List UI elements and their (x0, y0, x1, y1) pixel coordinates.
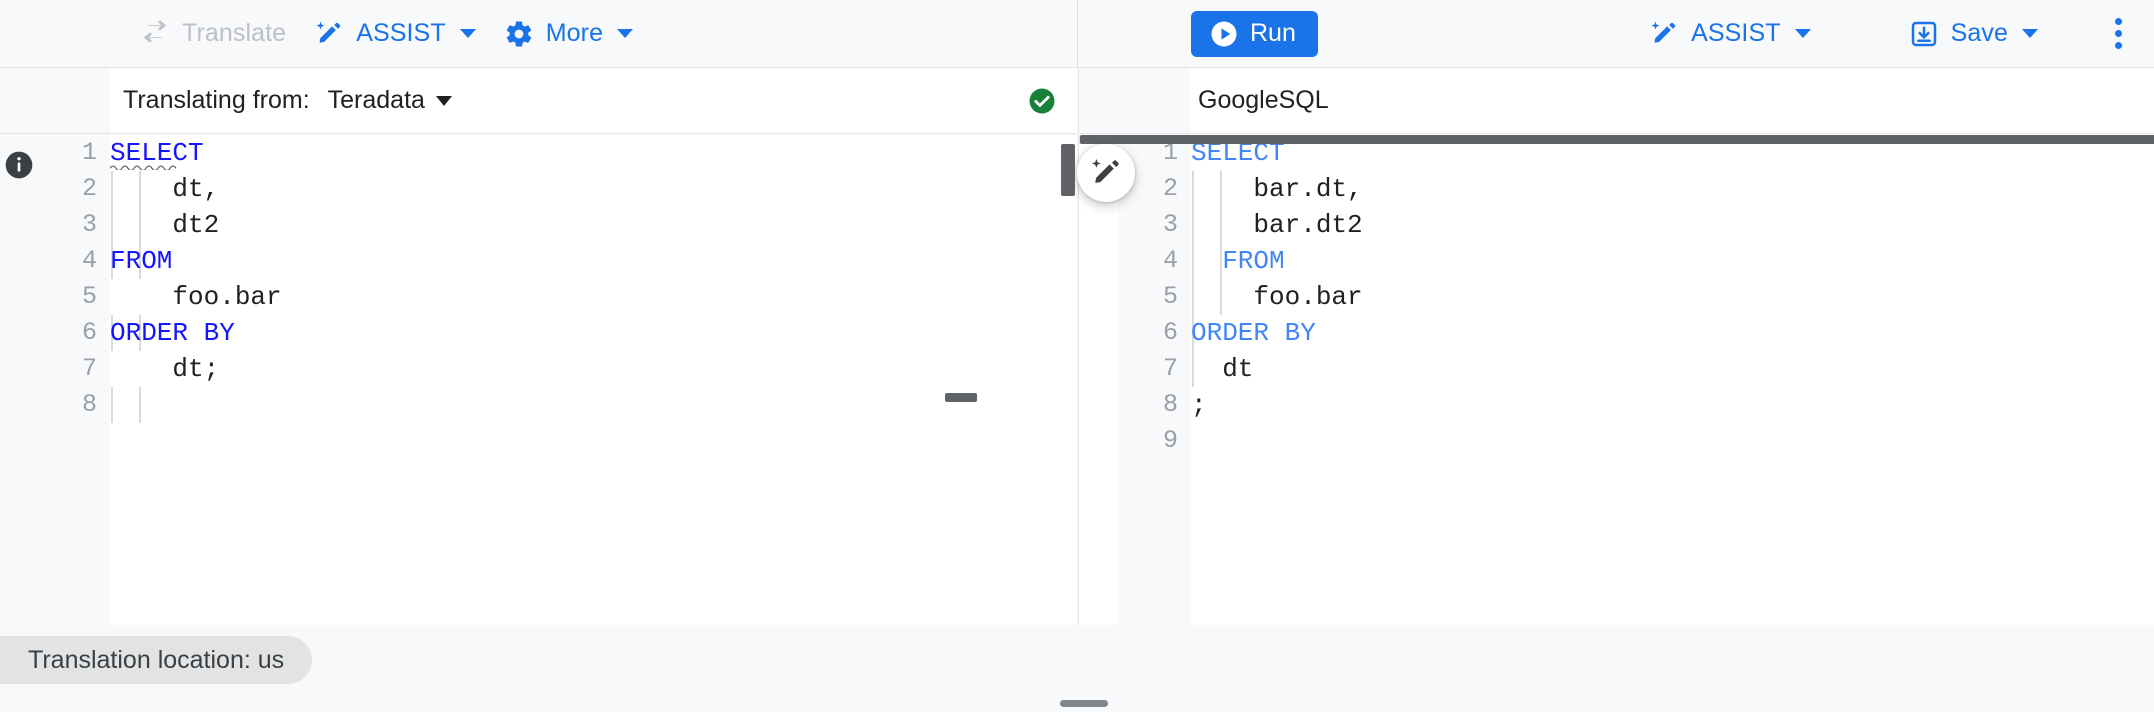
target-horizontal-scroll-thumb[interactable] (1080, 135, 2154, 144)
assist-left-button[interactable]: ASSIST (300, 12, 490, 56)
assist-right-label: ASSIST (1691, 19, 1781, 47)
source-dialect-header: Translating from: Teradata (110, 68, 1077, 134)
line-number: 6 (1162, 318, 1178, 347)
line-number: 8 (81, 390, 97, 419)
line-number: 4 (1162, 246, 1178, 275)
run-label: Run (1250, 19, 1296, 47)
translating-from-label: Translating from: (123, 86, 310, 114)
indent-guide (111, 387, 113, 423)
assist-left-label: ASSIST (356, 19, 446, 47)
code-line: foo.bar (110, 282, 282, 312)
code-line: SELECT (110, 138, 204, 168)
info-icon[interactable] (3, 149, 35, 181)
assist-sparkle-pencil-icon (314, 19, 344, 49)
source-info-column (0, 135, 42, 625)
translation-location-chip: Translation location: us (0, 636, 313, 684)
more-label: More (545, 19, 604, 47)
source-code-area[interactable]: SELECT dt, dt2 FROM foo.bar ORDER BY dt; (110, 135, 1077, 625)
code-line: dt; (110, 354, 220, 384)
line-number: 1 (81, 138, 97, 167)
pane-resize-handle[interactable] (1060, 700, 1108, 707)
translate-label: Translate (182, 19, 287, 47)
toolbar-divider (1077, 0, 1078, 67)
source-editor-pane[interactable]: 1 2 3 4 5 6 7 8 SELECT dt, dt2 FROM foo (0, 135, 1077, 625)
source-vertical-scroll-thumb[interactable] (1061, 144, 1075, 196)
translate-button[interactable]: Translate (126, 12, 300, 56)
indent-guide (1192, 351, 1194, 387)
code-line: ; (1191, 390, 1207, 420)
toolbar-left-group: Translate ASSIST More (0, 0, 1077, 67)
indent-guide (139, 387, 141, 423)
target-dialect-header: GoogleSQL (1190, 68, 2154, 134)
check-circle-icon (1027, 86, 1057, 116)
chevron-down-icon (617, 29, 634, 38)
line-number: 5 (81, 282, 97, 311)
toolbar: Translate ASSIST More (0, 0, 2154, 68)
toolbar-right-group: Run ASSIST (1078, 0, 2154, 67)
code-line: ORDER BY (110, 318, 235, 348)
code-line: foo.bar (1191, 282, 1363, 312)
indent-guide (139, 171, 141, 279)
line-number: 3 (1162, 210, 1178, 239)
line-number: 3 (81, 210, 97, 239)
more-vert-icon[interactable] (2096, 12, 2140, 56)
more-button[interactable]: More (490, 12, 647, 56)
line-number: 2 (1162, 174, 1178, 203)
indent-guide (1220, 279, 1222, 315)
indent-guide (111, 171, 113, 279)
code-line: ORDER BY (1191, 318, 1316, 348)
play-circle-icon (1209, 19, 1239, 49)
target-dialect-value: GoogleSQL (1198, 86, 1329, 114)
assist-sparkle-pencil-icon (1649, 19, 1679, 49)
code-line: FROM (110, 246, 173, 276)
target-header-gutter (1078, 68, 1190, 134)
indent-guide (139, 315, 141, 351)
target-code-area[interactable]: SELECT bar.dt, bar.dt2 FROM foo.bar ORDE… (1191, 135, 2154, 625)
save-label: Save (1950, 19, 2008, 47)
assist-right-button[interactable]: ASSIST (1635, 12, 1825, 56)
indent-guide (1192, 171, 1194, 351)
gear-icon (504, 19, 534, 49)
inline-assist-button[interactable] (1077, 144, 1135, 202)
chevron-down-icon (435, 95, 452, 106)
line-number: 8 (1162, 390, 1178, 419)
code-line: bar.dt2 (1191, 210, 1363, 240)
source-line-number-gutter: 1 2 3 4 5 6 7 8 (42, 135, 110, 625)
code-line: dt, (110, 174, 220, 204)
line-number: 7 (81, 354, 97, 383)
line-number: 7 (1162, 354, 1178, 383)
indent-guide (1220, 171, 1222, 279)
line-number: 4 (81, 246, 97, 275)
code-line: bar.dt, (1191, 174, 1363, 204)
code-line: dt (1191, 354, 1254, 384)
translation-location-label: Translation location: us (28, 645, 285, 674)
line-number: 6 (81, 318, 97, 347)
target-line-number-gutter: 1 2 3 4 5 6 7 8 9 (1119, 135, 1191, 625)
translate-swap-icon (140, 19, 170, 49)
save-download-icon (1909, 19, 1939, 49)
chevron-down-icon (459, 29, 476, 38)
target-editor-pane[interactable]: 1 2 3 4 5 6 7 8 9 SELECT bar.dt, bar.dt2… (1078, 135, 2154, 625)
code-line: FROM (1191, 246, 1285, 276)
line-number: 5 (1162, 282, 1178, 311)
source-dialect-select[interactable]: Teradata (328, 86, 452, 115)
line-number: 2 (81, 174, 97, 203)
indent-guide (111, 315, 113, 351)
source-horizontal-scroll-thumb[interactable] (945, 393, 977, 402)
code-line: dt2 (110, 210, 220, 240)
run-button[interactable]: Run (1191, 10, 1318, 57)
save-button[interactable]: Save (1895, 12, 2052, 56)
source-dialect-value: Teradata (327, 86, 425, 114)
chevron-down-icon (2022, 29, 2038, 38)
assist-sparkle-pencil-icon (1089, 156, 1123, 190)
line-number: 1 (1162, 138, 1178, 167)
chevron-down-icon (1794, 29, 1811, 38)
source-header-gutter (0, 68, 110, 134)
line-number: 9 (1162, 426, 1178, 455)
